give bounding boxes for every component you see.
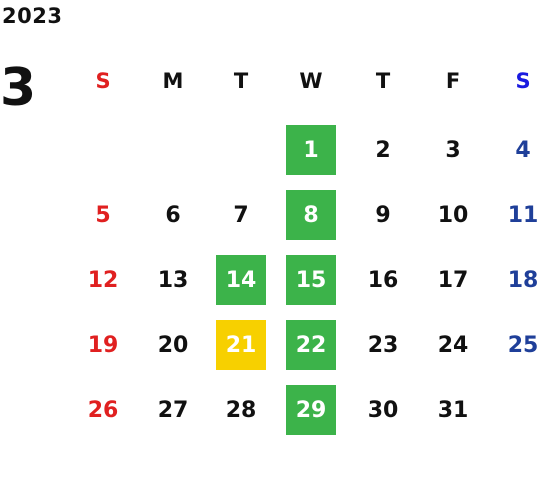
weekday-header: S <box>95 69 111 93</box>
day-cell-9[interactable]: 9 <box>375 202 391 228</box>
day-cell-22[interactable]: 22 <box>286 320 336 370</box>
day-cell-17[interactable]: 17 <box>437 267 469 293</box>
day-cell-10[interactable]: 10 <box>437 202 469 228</box>
day-cell-1[interactable]: 1 <box>286 125 336 175</box>
day-cell-24[interactable]: 24 <box>437 332 469 358</box>
weekday-header: S <box>515 69 531 93</box>
day-cell-23[interactable]: 23 <box>367 332 399 358</box>
day-cell-4[interactable]: 4 <box>515 137 531 163</box>
day-cell-13[interactable]: 13 <box>157 267 189 293</box>
day-cell-16[interactable]: 16 <box>367 267 399 293</box>
day-cell-28[interactable]: 28 <box>225 397 257 423</box>
day-cell-5[interactable]: 5 <box>95 202 111 228</box>
day-cell-3[interactable]: 3 <box>445 137 461 163</box>
weekday-header: M <box>162 69 184 93</box>
day-cell-29[interactable]: 29 <box>286 385 336 435</box>
day-cell-18[interactable]: 18 <box>507 267 539 293</box>
day-cell-25[interactable]: 25 <box>507 332 539 358</box>
day-cell-21[interactable]: 21 <box>216 320 266 370</box>
day-cell-7[interactable]: 7 <box>233 202 249 228</box>
weekday-header: T <box>375 69 391 93</box>
day-cell-8[interactable]: 8 <box>286 190 336 240</box>
weekday-header: T <box>233 69 249 93</box>
calendar-month: 3 <box>0 58 37 118</box>
day-cell-15[interactable]: 15 <box>286 255 336 305</box>
day-cell-6[interactable]: 6 <box>165 202 181 228</box>
day-cell-30[interactable]: 30 <box>367 397 399 423</box>
day-cell-26[interactable]: 26 <box>87 397 119 423</box>
weekday-header: W <box>299 69 323 93</box>
day-cell-12[interactable]: 12 <box>87 267 119 293</box>
calendar-year: 2023 <box>2 4 63 28</box>
day-cell-2[interactable]: 2 <box>375 137 391 163</box>
weekday-header: F <box>445 69 461 93</box>
day-cell-14[interactable]: 14 <box>216 255 266 305</box>
day-cell-11[interactable]: 11 <box>507 202 539 228</box>
day-cell-31[interactable]: 31 <box>437 397 469 423</box>
day-cell-27[interactable]: 27 <box>157 397 189 423</box>
day-cell-20[interactable]: 20 <box>157 332 189 358</box>
day-cell-19[interactable]: 19 <box>87 332 119 358</box>
